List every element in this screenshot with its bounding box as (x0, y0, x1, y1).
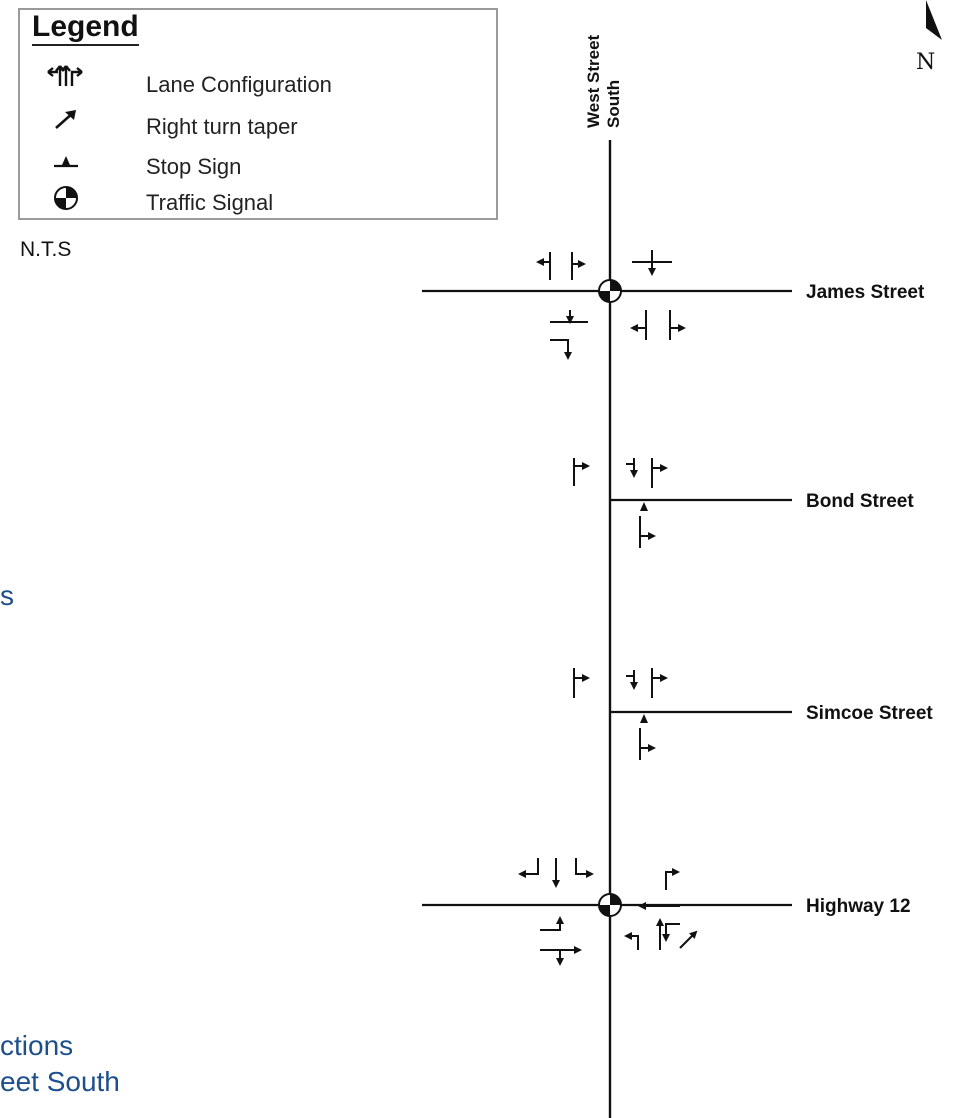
lane-arrow-icon (573, 458, 588, 486)
right-turn-taper-icon (46, 106, 86, 139)
lane-arrow-icon (651, 668, 666, 698)
lane-arrow-icon (632, 250, 672, 274)
north-label: N (916, 50, 936, 75)
stop-sign-icon (640, 714, 648, 723)
legend-title: Legend (32, 10, 139, 46)
scale-note: N.T.S (20, 238, 72, 261)
lane-arrow-icon (575, 858, 594, 878)
lane-arrow-icon (639, 728, 654, 760)
lane-arrow-icon (571, 252, 584, 280)
lane-arrow-icon (538, 252, 551, 280)
lane-arrow-icon (573, 668, 588, 698)
lane-arrow-icon (662, 923, 680, 942)
lane-arrow-icon (518, 858, 539, 878)
lane-arrow-icon (626, 458, 634, 476)
stop-sign-icon (46, 148, 86, 181)
main-street-label: West Street South (575, 0, 631, 130)
lane-arrow-icon (639, 516, 654, 548)
traffic-signal-icon (46, 184, 86, 219)
legend-label-lane-configuration: Lane Configuration (146, 72, 332, 97)
background-text-fragment: s (0, 580, 14, 611)
lane-configuration-icon (46, 62, 86, 95)
street-label-bond-street: Bond Street (806, 491, 914, 512)
lane-arrow-icon (669, 310, 684, 340)
street-label-simcoe-street: Simcoe Street (806, 703, 933, 724)
lane-arrows (518, 250, 698, 966)
lane-arrow-icon (626, 670, 634, 688)
legend-label-stop-sign: Stop Sign (146, 154, 242, 179)
lane-arrow-icon (540, 916, 564, 931)
street-label-highway-12: Highway 12 (806, 896, 911, 917)
lane-arrow-icon (550, 310, 588, 322)
traffic-signal-icon (598, 279, 622, 303)
legend-label-right-turn-taper: Right turn taper (146, 114, 298, 139)
legend-label-traffic-signal: Traffic Signal (146, 190, 274, 215)
main-street-label-line1: West Street (584, 34, 603, 128)
traffic-signal-icon (598, 893, 622, 917)
lane-arrow-icon (665, 868, 680, 890)
lane-arrow-icon (651, 458, 666, 488)
background-text-fragment: ctions (0, 1030, 74, 1061)
lane-arrow-icon (624, 932, 639, 950)
right-turn-taper-icon (679, 930, 698, 949)
lane-arrow-icon (550, 339, 572, 360)
stop-sign-icon (640, 502, 648, 511)
background-text-fragment: eet South (0, 1066, 120, 1097)
street-label-james-street: James Street (806, 282, 925, 303)
lane-arrow-icon (632, 310, 647, 340)
main-street-label-line2: South (604, 80, 623, 128)
north-arrow-icon (912, 0, 952, 55)
legend-box (18, 8, 498, 220)
